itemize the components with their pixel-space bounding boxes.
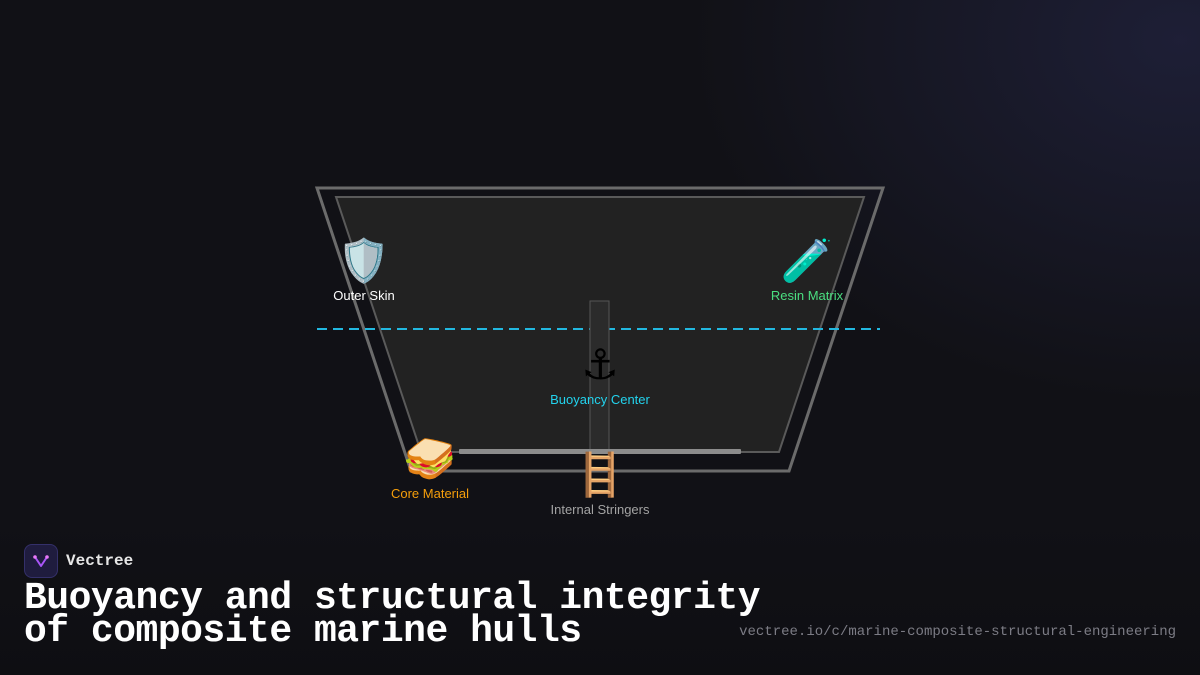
test-tube-icon: 🧪 <box>780 236 834 285</box>
node-label: Resin Matrix <box>770 288 844 303</box>
background-shade <box>0 515 1200 675</box>
node-outer-skin: 🛡️ Outer Skin <box>314 236 414 303</box>
hull-outer-shell <box>314 186 886 473</box>
node-label: Buoyancy Center <box>550 392 650 407</box>
title-line-2: of composite marine hulls <box>24 610 582 653</box>
page-title: Buoyancy and structural integrity of com… <box>24 577 761 653</box>
ladder-icon: 🪜 <box>573 450 627 499</box>
node-label: Outer Skin <box>333 288 395 303</box>
node-buoyancy-center: ⚓ Buoyancy Center <box>530 340 670 407</box>
node-core-material: 🥪 Core Material <box>370 434 490 501</box>
source-url: vectree.io/c/marine-composite-structural… <box>739 624 1176 640</box>
core-layer-bar <box>459 449 741 454</box>
node-label: Internal Stringers <box>550 502 650 517</box>
node-resin-matrix: 🧪 Resin Matrix <box>747 236 867 303</box>
shield-icon: 🛡️ <box>337 236 391 285</box>
node-internal-stringers: 🪜 Internal Stringers <box>530 450 670 517</box>
brand-name: Vectree <box>66 552 134 570</box>
vectree-logo-icon <box>24 544 58 578</box>
anchor-icon: ⚓ <box>581 340 619 389</box>
title-line-1: Buoyancy and structural integrity <box>24 577 761 620</box>
sandwich-icon: 🥪 <box>403 434 457 483</box>
node-label: Core Material <box>390 486 470 501</box>
brand: Vectree <box>24 544 133 578</box>
